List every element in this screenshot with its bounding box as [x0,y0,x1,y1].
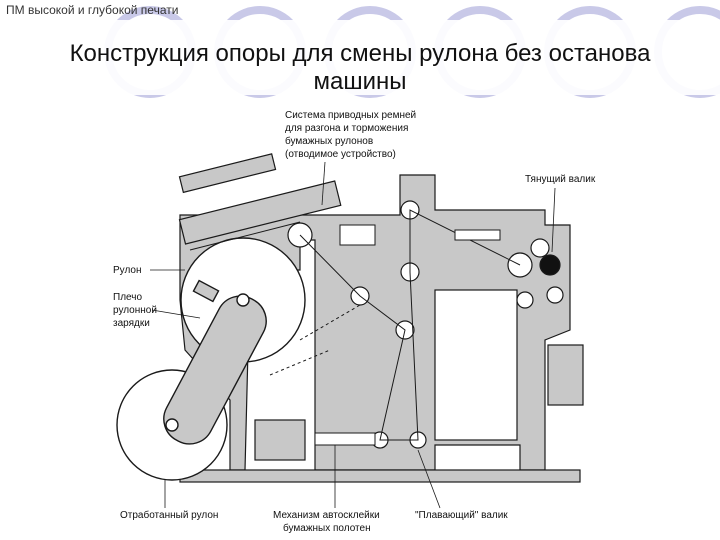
slide-title-line-1: Конструкция опоры для смены рулона без о… [69,40,651,67]
slide-title: Конструкция опоры для смены рулона без о… [20,40,700,96]
slide-title-line-2: машины [313,68,407,95]
pull-roller [539,254,561,276]
inner-window [434,289,518,441]
side-box [547,344,584,406]
splice-mechanism [314,432,376,446]
label-arm-1: Плечо [113,292,142,303]
lower-box-left [254,419,306,461]
label-arm-2: рулонной [113,305,157,316]
label-arm-3: зарядки [113,318,150,329]
roll-loading-arm [163,295,267,445]
header-label: ПМ высокой и глубокой печати [6,3,179,17]
floor-beam [179,469,581,483]
top-belt-carriage [178,180,342,245]
upper-arm [178,153,277,194]
label-belt-system-1: Система приводных ремней [285,110,416,121]
label-belt-system-4: (отводимое устройство) [285,149,396,160]
label-belt-system-2: для разгона и торможения [285,123,408,134]
label-pull-roller: Тянущий валик [525,174,596,185]
machine-diagram: Система приводных ремней для разгона и т… [113,110,596,534]
decorative-circles [0,6,720,98]
label-splice-1: Механизм автосклейки [273,510,380,521]
label-splice-2: бумажных полотен [283,522,371,534]
label-spent-roll: Отработанный рулон [120,509,218,521]
label-belt-system-3: бумажных рулонов [285,135,373,147]
label-floating-roller: "Плавающий" валик [415,510,508,521]
label-roll: Рулон [113,265,141,276]
